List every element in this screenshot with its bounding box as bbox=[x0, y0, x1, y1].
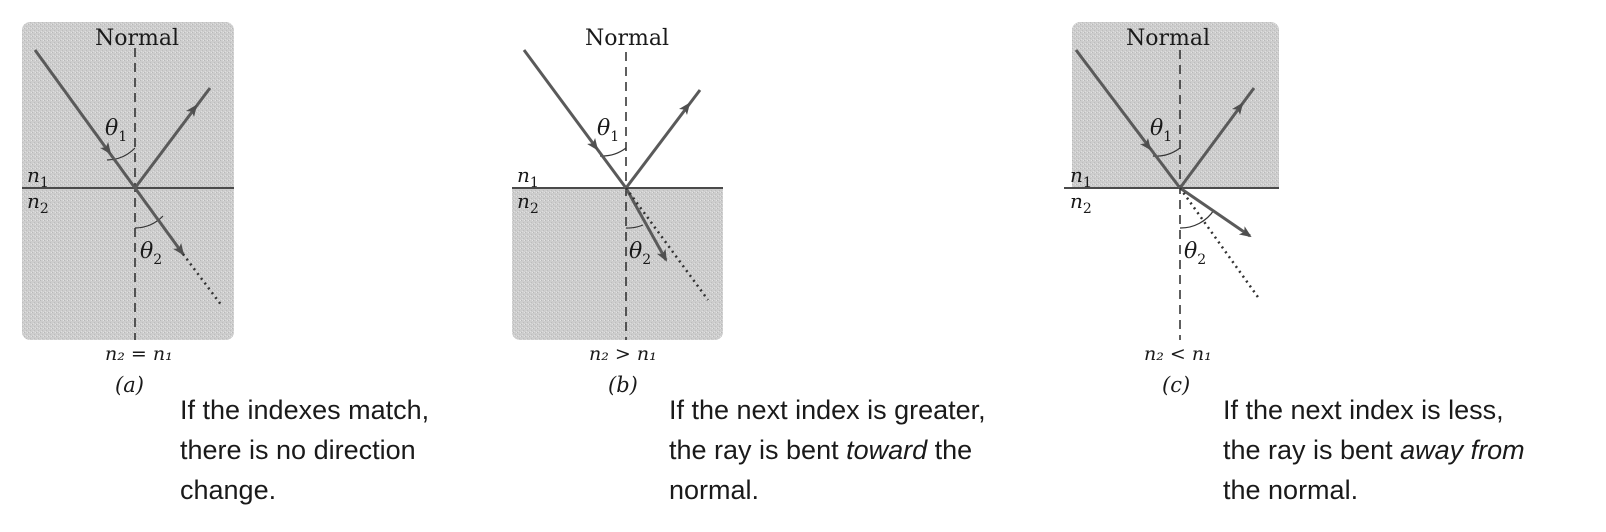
index-condition: n₂ = n₁ bbox=[105, 343, 173, 365]
theta2-label: θ2 bbox=[140, 239, 162, 268]
normal-label: Normal bbox=[95, 26, 179, 51]
theta2-label: θ2 bbox=[629, 239, 651, 268]
incident-ray bbox=[33, 49, 137, 189]
caption-line: If the next index is less, bbox=[1223, 395, 1504, 425]
panel-c-lesser-index: Normal θ1 θ2 n1 n2 n₂ < n₁ (c) If the ne… bbox=[1064, 0, 1584, 532]
refraction-diagram-c: Normal θ1 θ2 n1 n2 n₂ < n₁ (c) bbox=[1064, 22, 1279, 397]
theta1-arc bbox=[599, 147, 627, 157]
refracted-ray bbox=[624, 187, 668, 262]
n1-label: n1 bbox=[27, 163, 49, 191]
normal-label: Normal bbox=[1126, 26, 1210, 51]
caption-line: If the next index is greater, bbox=[669, 395, 986, 425]
theta1-label: θ1 bbox=[105, 116, 127, 145]
caption-line: the ray is bent toward the bbox=[669, 435, 973, 465]
emphasis: away from bbox=[1400, 435, 1525, 465]
medium-block bbox=[22, 22, 234, 340]
refraction-diagram-a: Normal θ1 θ2 n1 n2 n₂ = n₁ (a) bbox=[22, 22, 234, 397]
incident-ray-arrow bbox=[587, 137, 599, 151]
refraction-diagram-b: Normal θ1 θ2 n1 n2 n₂ > n₁ (b) bbox=[512, 26, 723, 397]
panel-b-greater-index: Normal θ1 θ2 n1 n2 n₂ > n₁ (b) If the ne… bbox=[505, 0, 1025, 532]
caption-line: there is no direction bbox=[180, 435, 416, 465]
n2-label: n2 bbox=[1070, 189, 1092, 217]
panel-a-equal-indexes: Normal θ1 θ2 n1 n2 n₂ = n₁ (a) If the in… bbox=[0, 0, 520, 532]
theta2-arc bbox=[625, 224, 644, 229]
n1-label: n1 bbox=[517, 163, 539, 191]
caption-line: the ray is bent away from bbox=[1223, 435, 1525, 465]
theta2-arc bbox=[1179, 209, 1215, 229]
caption-b: If the next index is greater, the ray is… bbox=[669, 390, 1029, 510]
panel-letter: (a) bbox=[115, 373, 144, 397]
theta1-label: θ1 bbox=[597, 116, 619, 145]
panel-letter: (b) bbox=[608, 373, 638, 397]
theta1-arc bbox=[106, 147, 136, 161]
n2-label: n2 bbox=[517, 189, 539, 217]
undeviated-dotted-path bbox=[624, 187, 710, 301]
emphasis: toward bbox=[846, 435, 928, 465]
caption-line: change. bbox=[180, 475, 277, 505]
index-condition: n₂ > n₁ bbox=[589, 343, 657, 365]
reflected-ray-arrow bbox=[679, 102, 691, 115]
incident-ray bbox=[1074, 49, 1182, 189]
caption-a: If the indexes match, there is no direct… bbox=[180, 390, 540, 510]
n2-label: n2 bbox=[27, 189, 49, 217]
caption-line: the normal. bbox=[1223, 475, 1359, 505]
undeviated-dotted-path bbox=[1178, 187, 1262, 301]
refracted-ray bbox=[133, 187, 185, 256]
refracted-ray bbox=[1179, 186, 1252, 238]
undeviated-dotted-path bbox=[182, 253, 223, 307]
caption-line: If the indexes match, bbox=[180, 395, 430, 425]
caption-line: normal. bbox=[669, 475, 760, 505]
medium-block bbox=[512, 188, 723, 340]
theta2-arc bbox=[134, 215, 164, 229]
index-condition: n₂ < n₁ bbox=[1144, 343, 1212, 365]
panel-letter: (c) bbox=[1162, 373, 1190, 397]
theta2-label: θ2 bbox=[1184, 239, 1206, 268]
n1-label: n1 bbox=[1070, 163, 1092, 191]
medium-block bbox=[1072, 22, 1279, 188]
incident-ray bbox=[522, 49, 628, 189]
theta1-label: θ1 bbox=[1150, 116, 1172, 145]
reflected-ray bbox=[133, 87, 212, 189]
caption-c: If the next index is less, the ray is be… bbox=[1223, 390, 1583, 510]
normal-label: Normal bbox=[585, 26, 669, 51]
